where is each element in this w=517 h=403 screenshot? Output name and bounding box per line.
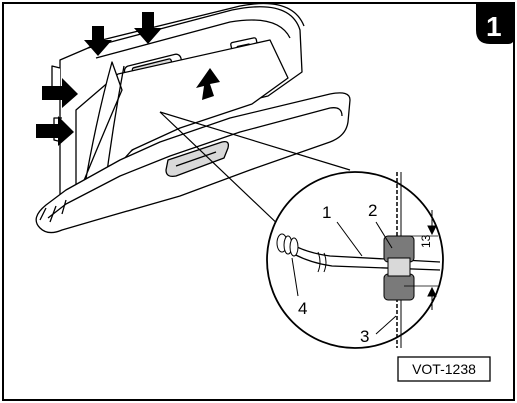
dimension-label: 13	[419, 234, 433, 248]
push-arrow-icon	[36, 116, 74, 146]
glovebox-assembly	[35, 2, 351, 234]
detail-view: 13	[266, 171, 444, 349]
push-arrow-icon	[84, 26, 112, 56]
dimension-marker	[404, 210, 438, 310]
pull-arrow-icon	[196, 68, 220, 100]
zoom-lines	[159, 111, 351, 231]
step-number: 1	[486, 11, 502, 42]
push-arrow-icon	[134, 12, 162, 44]
callout-2: 2	[368, 201, 377, 220]
reference-code-box: VOT-1238	[397, 356, 491, 382]
callout-3: 3	[360, 327, 369, 346]
step-badge: 1	[476, 4, 514, 44]
callout-4: 4	[298, 299, 307, 318]
callout-leaders	[291, 221, 397, 335]
push-arrows	[36, 12, 220, 146]
callout-1: 1	[322, 203, 331, 222]
push-arrow-icon	[42, 78, 78, 108]
reference-code: VOT-1238	[412, 361, 476, 377]
cable-connector	[276, 233, 299, 257]
